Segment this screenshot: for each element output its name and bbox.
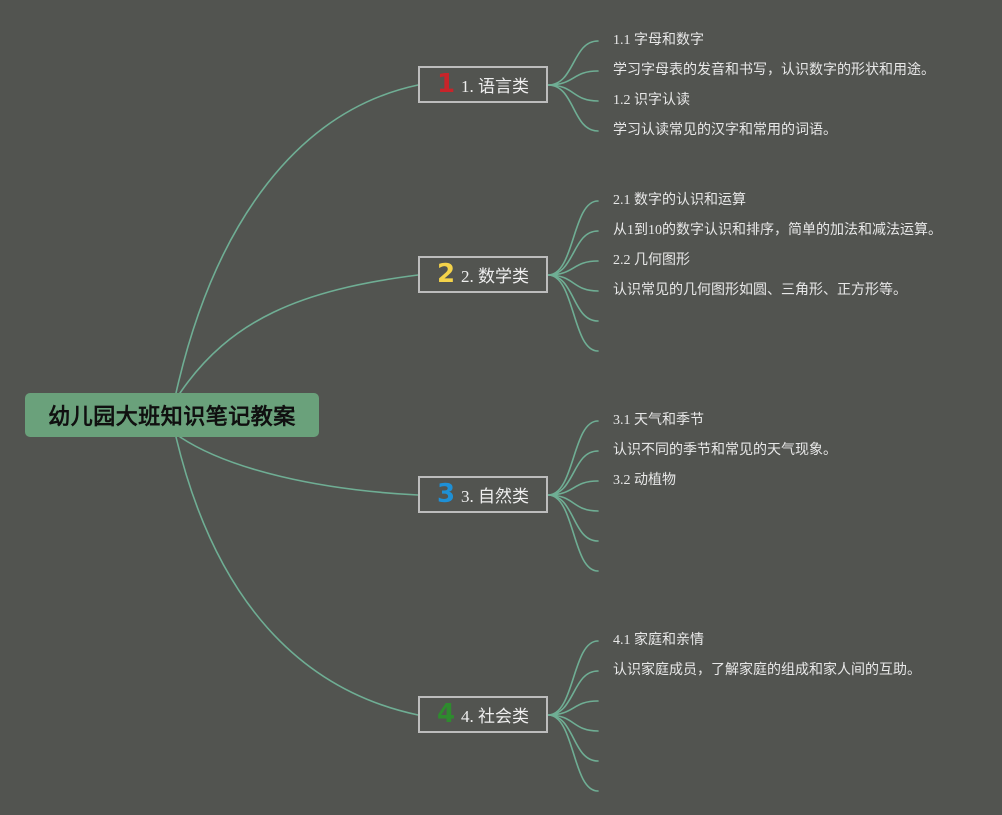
- leaf-note-4-1[interactable]: 认识家庭成员，了解家庭的组成和家人间的互助。: [613, 663, 921, 678]
- branch-label: 4. 社会类: [461, 707, 530, 726]
- branch-3-leaf-connector-6: [547, 494, 599, 572]
- branch-1-leaf-connector-4: [547, 84, 599, 132]
- leaf-topic-3-1[interactable]: 3.1 天气和季节: [613, 413, 704, 428]
- leaf-topic-2-1[interactable]: 2.1 数字的认识和运算: [613, 193, 746, 208]
- branch-node-society[interactable]: 4 4. 社会类: [418, 696, 548, 733]
- number-3-icon: 3: [436, 478, 456, 509]
- number-1-icon: 1: [436, 68, 456, 99]
- branch-node-math[interactable]: 2 2. 数学类: [418, 256, 548, 293]
- leaf-topic-4-1[interactable]: 4.1 家庭和亲情: [613, 633, 704, 648]
- root-node[interactable]: 幼儿园大班知识笔记教案: [25, 393, 319, 437]
- branch-label: 1. 语言类: [461, 77, 530, 96]
- root-connector-3: [179, 436, 419, 496]
- leaf-note-2-2[interactable]: 认识常见的几何图形如圆、三角形、正方形等。: [613, 283, 907, 298]
- branch-1-leaf-connector-1: [547, 40, 599, 86]
- number-2-icon: 2: [436, 258, 456, 289]
- branch-2-leaf-connector-6: [547, 274, 599, 352]
- branch-4-leaf-connector-1: [547, 640, 599, 716]
- number-4-icon: 4: [436, 698, 456, 729]
- branch-node-nature[interactable]: 3 3. 自然类: [418, 476, 548, 513]
- branch-node-language[interactable]: 1 1. 语言类: [418, 66, 548, 103]
- leaf-note-3-1[interactable]: 认识不同的季节和常见的天气现象。: [613, 443, 837, 458]
- branch-label: 2. 数学类: [461, 267, 530, 286]
- branch-label: 3. 自然类: [461, 487, 530, 506]
- branch-2-leaf-connector-1: [547, 200, 599, 276]
- branch-3-leaf-connector-1: [547, 420, 599, 496]
- leaf-topic-1-1[interactable]: 1.1 字母和数字: [613, 33, 704, 48]
- branch-4-leaf-connector-2: [547, 670, 599, 716]
- branch-2-leaf-connector-2: [547, 230, 599, 276]
- root-connector-2: [179, 274, 419, 394]
- leaf-note-2-1[interactable]: 从1到10的数字认识和排序，简单的加法和减法运算。: [613, 223, 942, 238]
- root-connector-1: [175, 84, 419, 394]
- leaf-topic-3-2[interactable]: 3.2 动植物: [613, 473, 676, 488]
- branch-1-leaf-connector-3: [547, 84, 599, 102]
- leaf-note-1-2[interactable]: 学习认读常见的汉字和常用的词语。: [613, 123, 837, 138]
- leaf-note-1-1[interactable]: 学习字母表的发音和书写，认识数字的形状和用途。: [613, 63, 935, 78]
- root-label: 幼儿园大班知识笔记教案: [48, 405, 296, 430]
- branch-4-leaf-connector-6: [547, 714, 599, 792]
- leaf-topic-2-2[interactable]: 2.2 几何图形: [613, 253, 690, 268]
- branch-3-leaf-connector-2: [547, 450, 599, 496]
- leaf-topic-1-2[interactable]: 1.2 识字认读: [613, 93, 690, 108]
- root-connector-4: [175, 436, 419, 716]
